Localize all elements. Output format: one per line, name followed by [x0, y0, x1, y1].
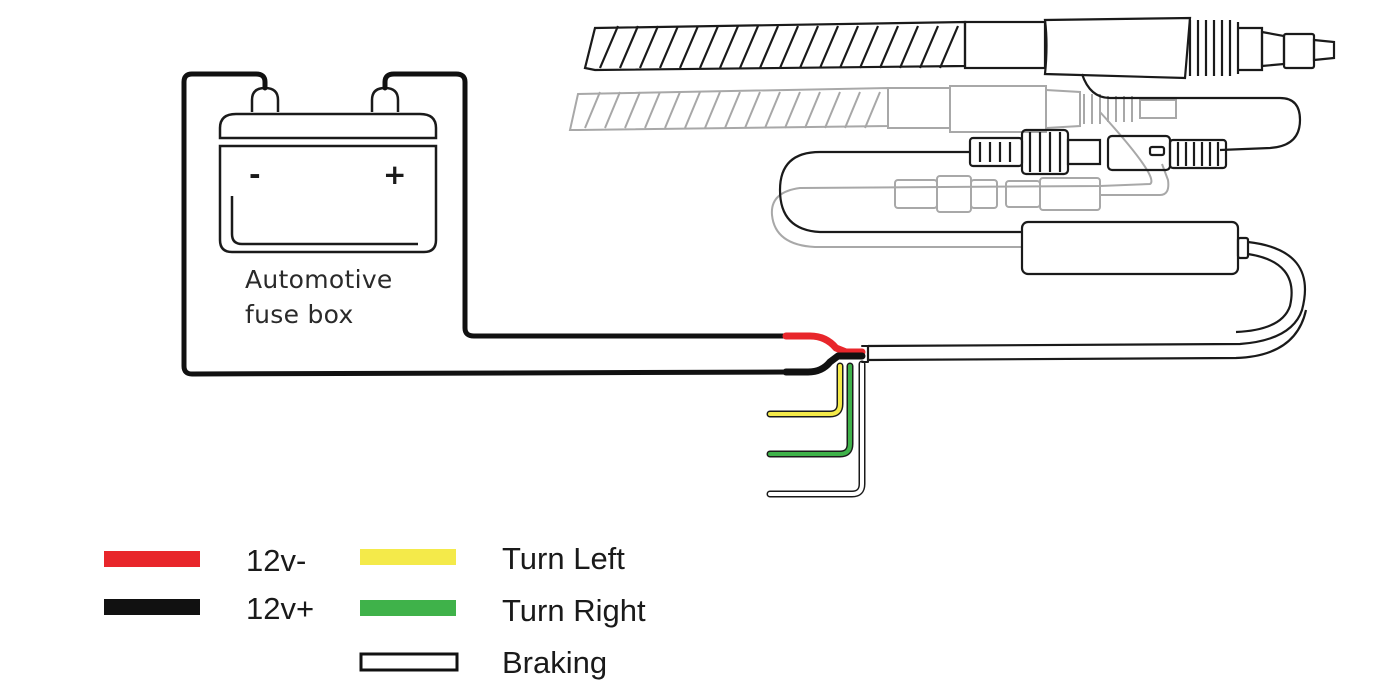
rear-camera-ghost-icon	[568, 85, 1177, 248]
battery-plus-sign: +	[383, 158, 407, 191]
power-wires	[181, 71, 869, 498]
battery-minus-sign: -	[249, 158, 261, 191]
black-wire-end	[782, 352, 866, 376]
legend-swatches	[104, 549, 459, 672]
battery-label: Automotive fuse box	[245, 262, 393, 332]
legend-swatch-turn-left	[360, 549, 456, 565]
legend-label-12v-minus: 12v-	[246, 543, 307, 578]
legend-label-turn-right: Turn Right	[502, 593, 646, 628]
battery-icon	[218, 86, 438, 254]
legend-swatch-turn-right	[360, 600, 456, 616]
rear-camera-icon	[583, 16, 1336, 362]
legend-label-turn-left: Turn Left	[502, 541, 625, 576]
legend-swatch-braking	[359, 652, 459, 672]
black-wire	[181, 71, 793, 377]
legend-swatch-12v-minus	[104, 551, 200, 567]
legend-label-12v-plus: 12v+	[246, 591, 315, 626]
battery-label-line2: fuse box	[245, 300, 354, 329]
legend-swatch-12v-plus	[104, 599, 200, 615]
legend-label-braking: Braking	[502, 645, 608, 680]
red-wire-end	[782, 332, 866, 356]
red-wire-path	[382, 71, 793, 339]
battery-label-line1: Automotive	[245, 265, 393, 294]
